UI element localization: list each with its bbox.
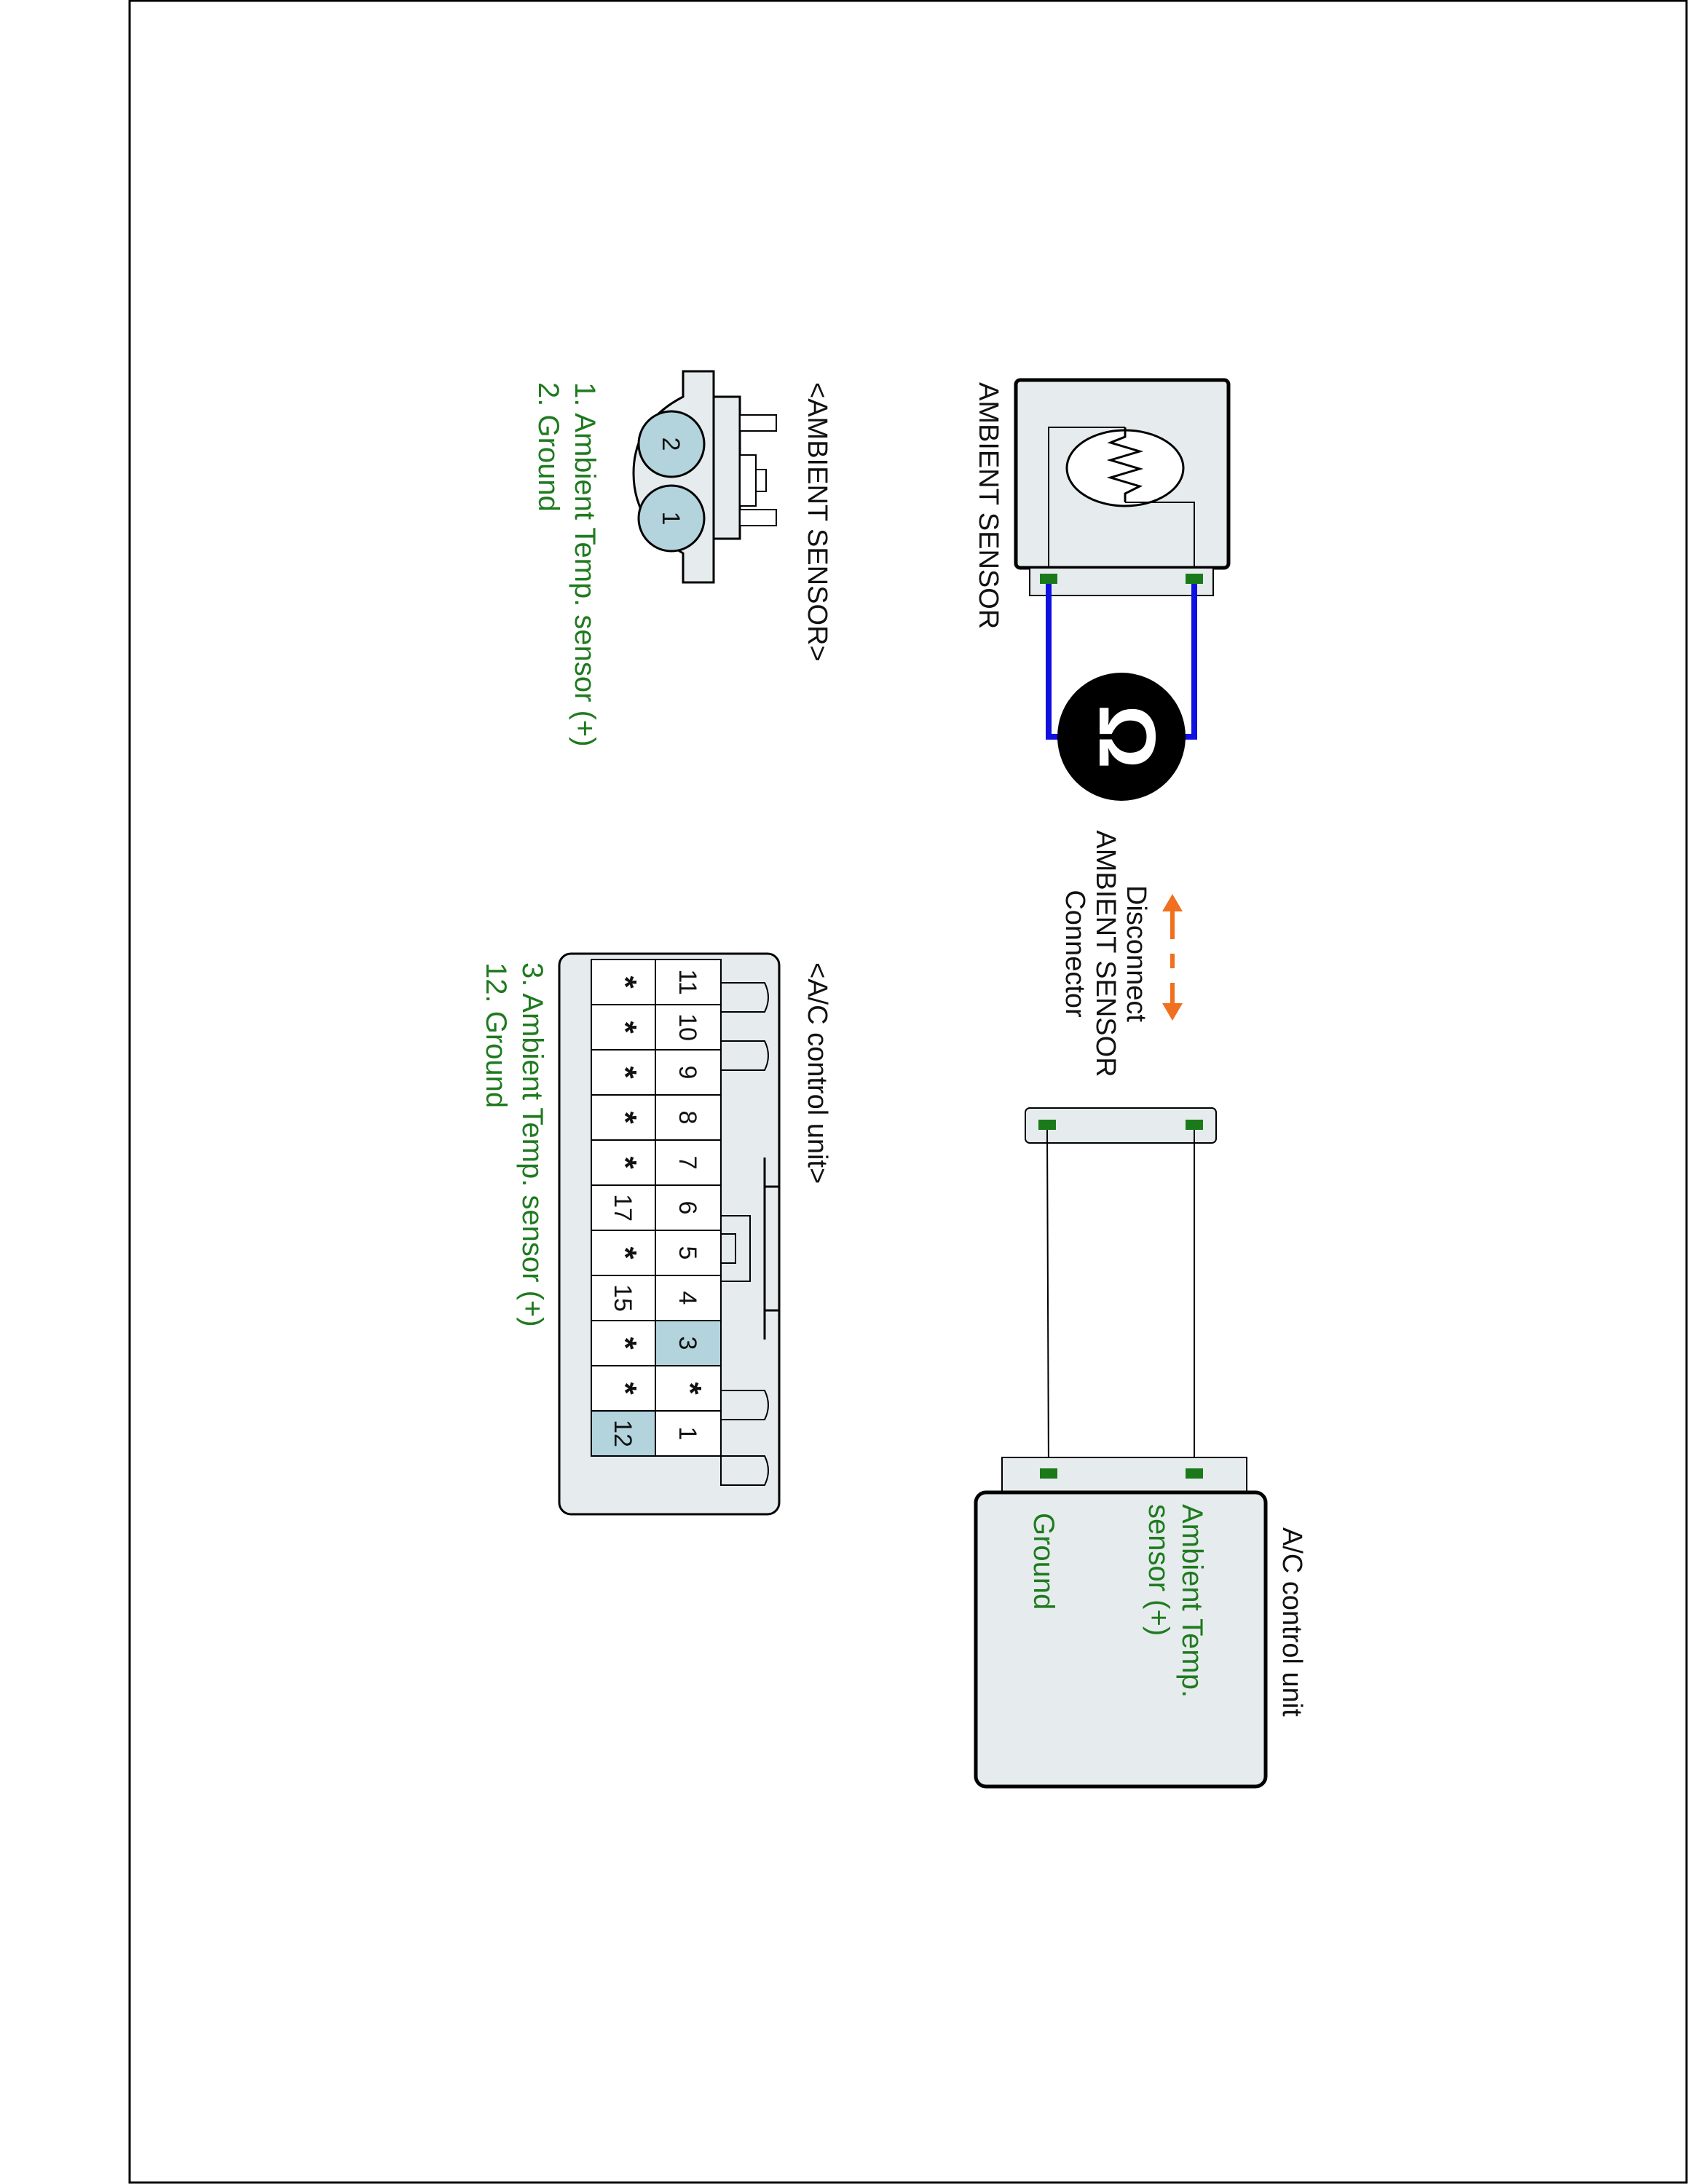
ac-connector-pin-cell xyxy=(591,1320,656,1366)
thermistor-resistor xyxy=(1106,427,1144,502)
ambient-connector-pin-2-label: 2 xyxy=(657,438,685,451)
ac-connector-pin-label: 12 xyxy=(609,1420,636,1447)
ac-connector-pin-label: 7 xyxy=(674,1156,701,1170)
ac-connector-pin-label: 4 xyxy=(674,1291,701,1305)
page-frame xyxy=(128,0,1688,2184)
terminal xyxy=(1186,1120,1203,1130)
ac-control-unit-box xyxy=(974,1490,1268,1789)
ac-connector-pin-label: * xyxy=(607,1066,643,1079)
disconnect-label-1: Disconnect xyxy=(1121,885,1151,1022)
ambient-connector-face xyxy=(632,370,777,584)
ac-connector-pin-cell xyxy=(655,1230,722,1276)
ac-unit-pin-ground: Ground xyxy=(1028,1513,1060,1610)
ac-connector-pin-cell xyxy=(655,1139,722,1186)
ac-connector-pin-cell xyxy=(655,1184,722,1231)
terminal xyxy=(1040,574,1057,584)
ac-connector-pin-label: 8 xyxy=(674,1111,701,1125)
ac-connector-pin-cell xyxy=(655,959,722,1005)
ac-connector-desc-2: 12. Ground xyxy=(480,962,512,1108)
ac-connector-pin-label: * xyxy=(672,1382,708,1395)
ac-connector-pin-cell xyxy=(655,1004,722,1051)
terminal xyxy=(1186,574,1203,584)
terminal xyxy=(1038,1120,1056,1130)
ac-connector-pin-cell xyxy=(591,1230,656,1276)
ohm-symbol: Ω xyxy=(1082,705,1172,769)
ac-connector-pin-label: 9 xyxy=(674,1066,701,1080)
ac-connector-desc-1: 3. Ambient Temp. sensor (+) xyxy=(516,962,548,1327)
ac-connector-pin-cell xyxy=(655,1049,722,1096)
ac-connector-pin-label: * xyxy=(607,1156,643,1169)
ac-connector-pin-cell xyxy=(591,1184,656,1231)
ambient-connector-title: <AMBIENT SENSOR> xyxy=(802,382,832,662)
ac-unit-pin-sensor-line2: sensor (+) xyxy=(1143,1504,1175,1636)
ac-connector-pin-label: 6 xyxy=(674,1201,701,1215)
ambient-connector-desc-1: 1. Ambient Temp. sensor (+) xyxy=(569,382,601,747)
ac-connector-pin-label: * xyxy=(607,1021,643,1034)
ac-connector-pin-label: 1 xyxy=(674,1427,701,1441)
disconnect-label-2: AMBIENT SENSOR xyxy=(1090,830,1121,1077)
terminal xyxy=(1040,1468,1057,1479)
terminal xyxy=(1186,1468,1203,1479)
ambient-connector-pin-1 xyxy=(637,484,706,553)
ac-connector-title: <A/C control unit> xyxy=(802,962,832,1184)
ac-connector-pin-cell xyxy=(591,1004,656,1051)
ac-unit-terminal-strip xyxy=(1001,1457,1247,1495)
harness-wire-ground xyxy=(1046,1129,1049,1475)
disconnect-arrow xyxy=(1162,894,1183,1021)
ac-connector-pin-cell xyxy=(591,1365,656,1412)
ambient-connector-pin-2 xyxy=(637,410,706,478)
ac-connector-pin-label: * xyxy=(607,1246,643,1259)
ac-connector-pin-label: 3 xyxy=(674,1337,701,1350)
ac-connector-pin-cell xyxy=(655,1320,722,1366)
ac-connector-pin-label: * xyxy=(607,1111,643,1124)
ac-unit-title: A/C control unit xyxy=(1277,1527,1307,1717)
ac-connector-pin-label: * xyxy=(607,1337,643,1350)
ac-connector-pin-grid: 11 10 9 8 7 6 5 4 3 * 1 * * * * * 17 * 15 * * 12 xyxy=(591,959,722,1457)
ac-connector-pin-label: 11 xyxy=(674,969,701,994)
ac-connector-pin-cell xyxy=(655,1275,722,1321)
ac-connector-pin-cell xyxy=(591,1410,656,1457)
disconnect-label-3: Connector xyxy=(1060,890,1090,1018)
ac-connector-pin-cell xyxy=(655,1410,722,1457)
harness-connector xyxy=(1025,1107,1217,1144)
ambient-sensor-label: AMBIENT SENSOR xyxy=(973,382,1003,629)
ambient-sensor-terminal-strip xyxy=(1029,567,1214,596)
ac-connector-pin-label: 10 xyxy=(674,1013,701,1041)
ambient-connector-desc-2: 2. Ground xyxy=(532,382,564,512)
thermistor-lead-bottom xyxy=(1048,427,1195,568)
ac-connector-pin-label: * xyxy=(607,1382,643,1395)
ac-connector-pin-cell xyxy=(655,1094,722,1141)
ac-unit-pin-sensor-line1: Ambient Temp. xyxy=(1176,1504,1208,1698)
ac-connector-pin-label: 5 xyxy=(674,1246,701,1260)
ohmmeter xyxy=(1057,673,1186,801)
ambient-connector-pin-1-label: 1 xyxy=(657,512,685,526)
ac-connector-pin-label: 15 xyxy=(609,1284,636,1312)
ac-connector-pin-label: 17 xyxy=(609,1194,636,1222)
ac-connector-pin-label: * xyxy=(607,976,643,989)
